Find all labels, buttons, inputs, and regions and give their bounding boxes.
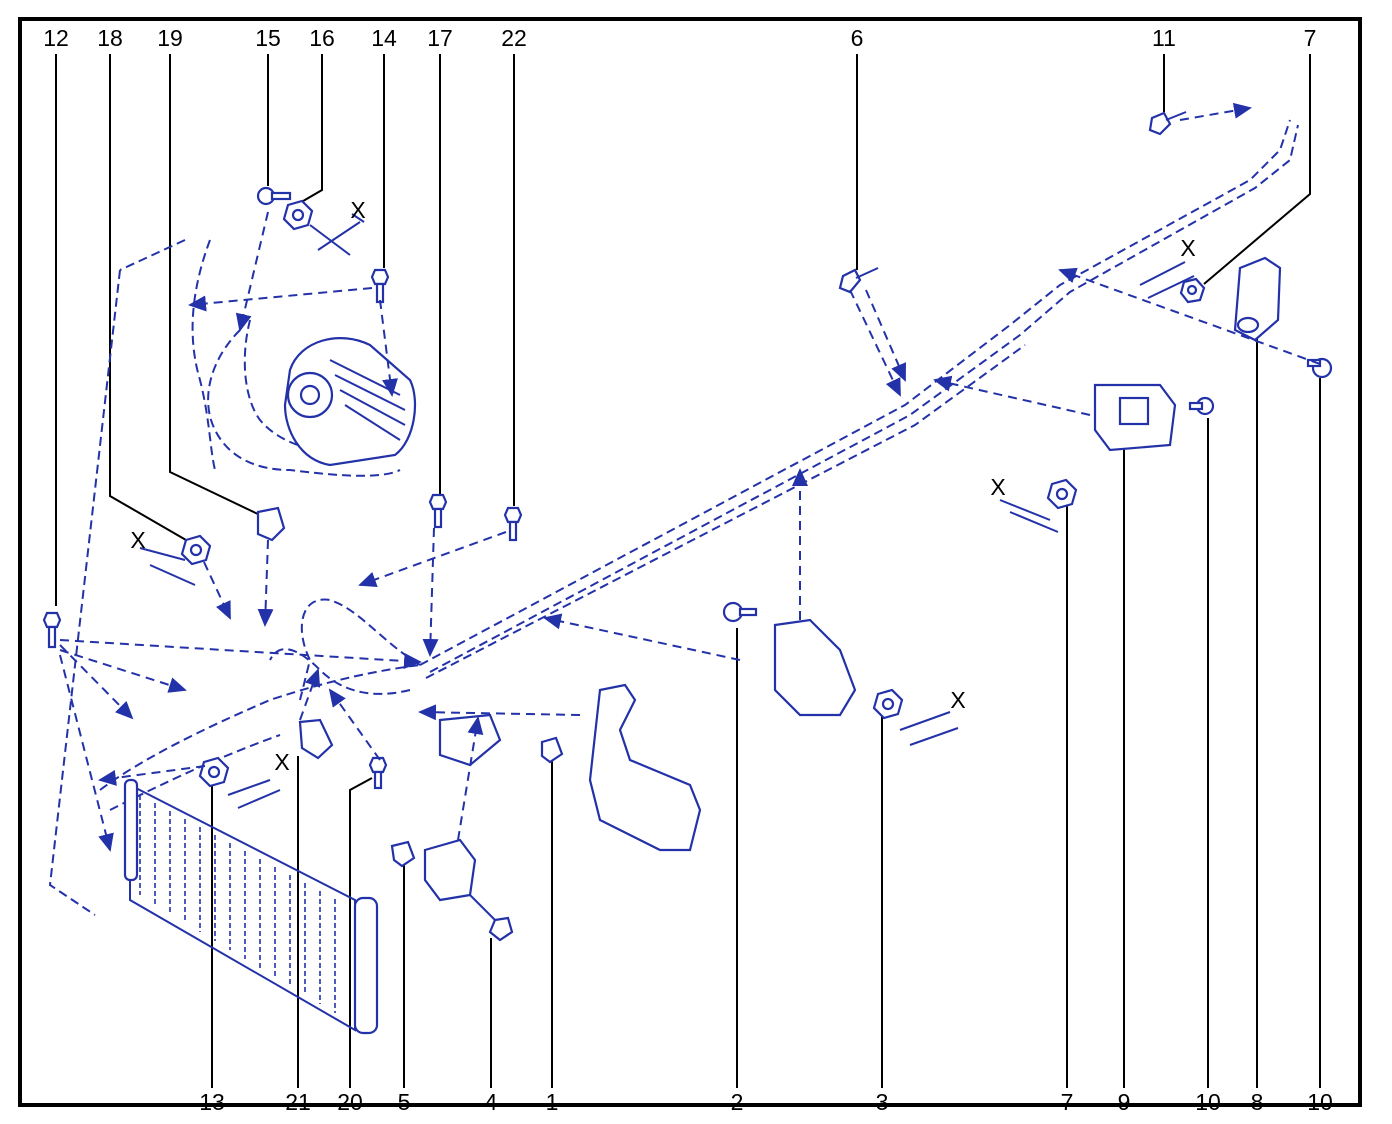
callouts-top: 12 18 19 15 16 14 17 22 6 11 7 xyxy=(43,25,1316,51)
callout-20: 20 xyxy=(337,1089,363,1115)
bolt-10-left xyxy=(1188,396,1215,416)
callout-13: 13 xyxy=(199,1089,225,1115)
receiver-drier xyxy=(353,896,379,1035)
compressor-hub xyxy=(299,384,321,406)
bolt-22 xyxy=(503,506,523,542)
condenser-end-tank xyxy=(123,778,139,882)
marker-lines-7b xyxy=(999,499,1059,533)
clip-19 xyxy=(256,506,286,542)
callout-2: 2 xyxy=(731,1089,744,1115)
hose-upper xyxy=(191,239,216,471)
compressor-body xyxy=(283,337,417,467)
condenser xyxy=(123,778,379,1035)
callout-15: 15 xyxy=(255,25,281,51)
bolt-11 xyxy=(1148,111,1187,136)
diagram-frame xyxy=(18,17,1362,1107)
leader-7-top xyxy=(1203,54,1311,285)
callout-14: 14 xyxy=(371,25,397,51)
nut-18 xyxy=(180,534,212,566)
bracket-8-hole xyxy=(1236,316,1260,334)
x-marker-7-bottom: X xyxy=(990,474,1005,500)
callout-22: 22 xyxy=(501,25,527,51)
nut-3 xyxy=(872,688,904,720)
callout-21: 21 xyxy=(285,1089,311,1115)
nut-7-top xyxy=(1179,277,1206,304)
callout-11: 11 xyxy=(1152,25,1176,51)
marker-lines-16 xyxy=(309,213,365,256)
callout-10-right: 10 xyxy=(1307,1089,1333,1115)
marker-lines-3 xyxy=(899,711,959,746)
hose-front-top xyxy=(119,239,186,271)
nut-13 xyxy=(198,756,230,788)
hose-line-c xyxy=(425,344,1026,679)
nut-16 xyxy=(282,199,314,231)
callout-9: 9 xyxy=(1118,1089,1131,1115)
bolt-17 xyxy=(428,493,448,529)
callout-10-left: 10 xyxy=(1195,1089,1221,1115)
callout-8: 8 xyxy=(1251,1089,1264,1115)
x-marker-13: X xyxy=(274,749,289,775)
clip-5 xyxy=(390,840,416,868)
compressor xyxy=(283,337,417,467)
callouts-bottom: 13 21 20 5 4 1 2 3 7 9 10 8 10 xyxy=(199,1089,1333,1115)
hose-loop xyxy=(269,648,411,695)
x-marker-7-top: X xyxy=(1180,235,1195,261)
leader-16 xyxy=(297,54,323,205)
marker-lines-7t xyxy=(1139,261,1195,299)
brackets xyxy=(423,256,1282,902)
callout-12: 12 xyxy=(43,25,69,51)
x-marker-3: X xyxy=(950,687,965,713)
leader-lines xyxy=(55,54,1321,1088)
clip-1 xyxy=(540,736,564,764)
callout-7-bottom: 7 xyxy=(1061,1089,1074,1115)
callout-3: 3 xyxy=(876,1089,889,1115)
bolt-15 xyxy=(256,186,292,206)
callout-16: 16 xyxy=(309,25,335,51)
leader-18 xyxy=(109,54,187,541)
hose-line-b xyxy=(429,124,1299,673)
mounting-bracket-1 xyxy=(588,683,702,852)
callout-4: 4 xyxy=(485,1089,498,1115)
condenser-outline xyxy=(129,783,356,1032)
bolt-4 xyxy=(469,894,514,942)
hose-clamp-block xyxy=(438,713,502,767)
marker-lines-18 xyxy=(139,547,196,586)
callout-19: 19 xyxy=(157,25,183,51)
angle-markers: X X X X X X xyxy=(130,197,1196,809)
callout-6: 6 xyxy=(851,25,864,51)
leader-20 xyxy=(349,777,373,1088)
callout-17: 17 xyxy=(427,25,453,51)
clip-21 xyxy=(298,718,334,760)
marker-lines-13 xyxy=(227,779,281,809)
clip-holder-4-5 xyxy=(423,838,477,902)
bolt-12 xyxy=(42,611,62,649)
callout-18: 18 xyxy=(97,25,123,51)
hose-condenser-inlet xyxy=(99,664,421,791)
bolt-20 xyxy=(368,756,388,790)
callout-5: 5 xyxy=(398,1089,411,1115)
x-marker-16: X xyxy=(350,197,365,223)
hose-line-a xyxy=(419,119,1291,666)
leader-19 xyxy=(169,54,263,517)
assembly-arrows xyxy=(59,102,1321,852)
hose-front-outline xyxy=(48,269,121,916)
bolt-6 xyxy=(838,267,879,294)
callout-1: 1 xyxy=(546,1089,559,1115)
bolt-2 xyxy=(722,601,758,623)
hose-compressor-return xyxy=(299,598,421,701)
hose-suction xyxy=(207,329,401,477)
mounting-bracket-2-3 xyxy=(773,618,857,717)
support-9-block xyxy=(1118,396,1150,426)
nut-7-bottom xyxy=(1046,478,1078,510)
callout-7-top: 7 xyxy=(1304,25,1317,51)
bolt-14 xyxy=(370,268,390,304)
x-marker-18: X xyxy=(130,527,145,553)
